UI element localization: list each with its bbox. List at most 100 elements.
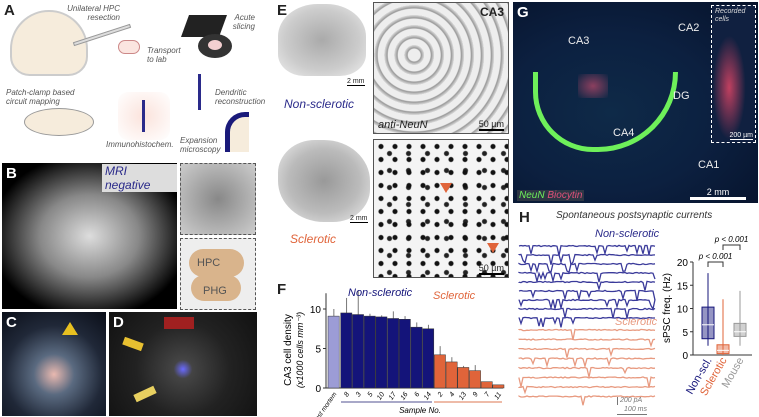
bar — [387, 318, 399, 389]
region-phg: PHG — [203, 285, 227, 297]
trace — [518, 307, 656, 319]
trace — [518, 316, 655, 328]
scale-bar-x: 100 ms — [617, 406, 647, 415]
region-ca4: CA4 — [613, 127, 635, 139]
panel-label: C — [6, 314, 17, 331]
legend-biocytin: Biocytin — [547, 190, 583, 201]
x-tick-label: 3 — [355, 391, 363, 398]
p-value: p < 0.001 — [714, 235, 749, 244]
y-axis-label: CA3 cell density — [283, 314, 294, 386]
panel-h-title: Spontaneous postsynaptic currents — [556, 210, 713, 221]
dendrite-icon — [225, 112, 249, 152]
sclerotic-overview — [278, 140, 370, 222]
p-value: p < 0.001 — [698, 252, 733, 261]
y-axis-label: sPSC freq. (Hz) — [662, 273, 673, 343]
y-axis-label-units: (x1000 cells mm⁻³) — [295, 312, 305, 388]
panel-label: D — [113, 314, 124, 331]
nonsclerotic-ca3-micrograph: CA3 anti-NeuN 50 µm — [373, 2, 509, 134]
mri-image: B MRI negative — [2, 163, 177, 309]
tissue-photo: C — [2, 312, 106, 416]
panel-label: B — [6, 165, 17, 182]
x-axis-label: Sample No. — [399, 406, 441, 415]
mri-zoom-inset — [180, 163, 256, 235]
bar — [480, 381, 493, 389]
bar — [352, 314, 364, 389]
trace — [518, 357, 655, 369]
bar — [375, 316, 388, 389]
group-label-nonsclerotic: Non-sclerotic — [595, 228, 660, 240]
step-slicing: Acute slicing — [232, 13, 255, 31]
mri-negative-tag: MRI negative — [102, 164, 177, 192]
trace — [518, 280, 656, 292]
scale-bar: 200 µm — [729, 132, 753, 140]
bar — [363, 315, 376, 389]
x-tick-label: 10 — [376, 391, 386, 401]
group-label-sclerotic: Sclerotic — [290, 232, 337, 246]
x-tick-label: 11 — [493, 391, 503, 401]
trace — [518, 244, 656, 256]
x-tick-label: 13 — [458, 391, 468, 401]
region-label: CA3 — [479, 5, 504, 19]
group-label: Non-sclerotic — [348, 287, 413, 299]
x-tick-label: 17 — [388, 390, 399, 401]
x-tick-label: 7 — [484, 390, 493, 398]
x-tick-label: 14 — [423, 391, 433, 401]
bar — [434, 354, 446, 389]
step-dendritic: Dendritic reconstruction — [215, 88, 266, 106]
inset-title: Recorded cells — [715, 8, 746, 23]
trace — [518, 347, 656, 358]
slicing-dish-icon — [198, 34, 232, 58]
panel-label: A — [4, 2, 15, 19]
trace — [518, 395, 656, 406]
panel-label: G — [517, 4, 529, 21]
y-tick-label: 20 — [677, 258, 689, 269]
x-tick-label: 2 — [436, 391, 445, 399]
panel-label: H — [519, 209, 530, 226]
x-tick-label: 5 — [367, 391, 375, 398]
warning-icon — [62, 322, 78, 335]
sclerotic-ca3-micrograph: 50 µm — [373, 139, 509, 278]
box — [701, 306, 715, 340]
arrowhead-icon — [440, 183, 452, 193]
y-tick-label: 15 — [677, 281, 689, 292]
group-label-nonsclerotic: Non-sclerotic — [284, 97, 355, 111]
x-tick-label: 8 — [343, 391, 351, 398]
bar — [327, 315, 340, 389]
scale-bar: 2 mm — [690, 187, 746, 200]
y-tick-label: 10 — [677, 305, 689, 316]
group-label: Sclerotic — [433, 290, 476, 302]
box — [733, 322, 747, 337]
scale-bar-y: 200 pA — [617, 397, 642, 405]
trace — [518, 262, 656, 274]
scale-bar: 2 mm — [350, 215, 368, 223]
cell-stain-icon — [118, 92, 170, 140]
trace — [518, 366, 656, 378]
bar — [410, 326, 423, 389]
region-ca3: CA3 — [568, 35, 590, 47]
trace — [518, 270, 656, 284]
stain-label: anti-NeuN — [378, 119, 428, 131]
arrowhead-icon — [487, 243, 499, 253]
tissue-icon — [118, 40, 140, 54]
scale-bar: 50 µm — [478, 263, 504, 275]
trace — [518, 253, 656, 267]
step-transport: Transport to lab — [147, 46, 181, 64]
bar — [445, 361, 458, 389]
x-tick-label: 9 — [472, 391, 480, 398]
bar — [469, 370, 481, 389]
recorded-cells-inset: Recorded cells 200 µm — [711, 5, 756, 143]
bar — [398, 319, 411, 389]
bar — [422, 328, 435, 389]
neuron-icon — [198, 74, 201, 110]
trace — [518, 298, 656, 311]
trace — [518, 338, 656, 348]
slice-icon — [24, 108, 94, 136]
region-ca2: CA2 — [678, 22, 700, 34]
region-ca1: CA1 — [698, 159, 720, 171]
y-tick-label: 0 — [682, 351, 688, 362]
trace — [518, 376, 656, 388]
legend-neun: NeuN — [519, 190, 545, 201]
